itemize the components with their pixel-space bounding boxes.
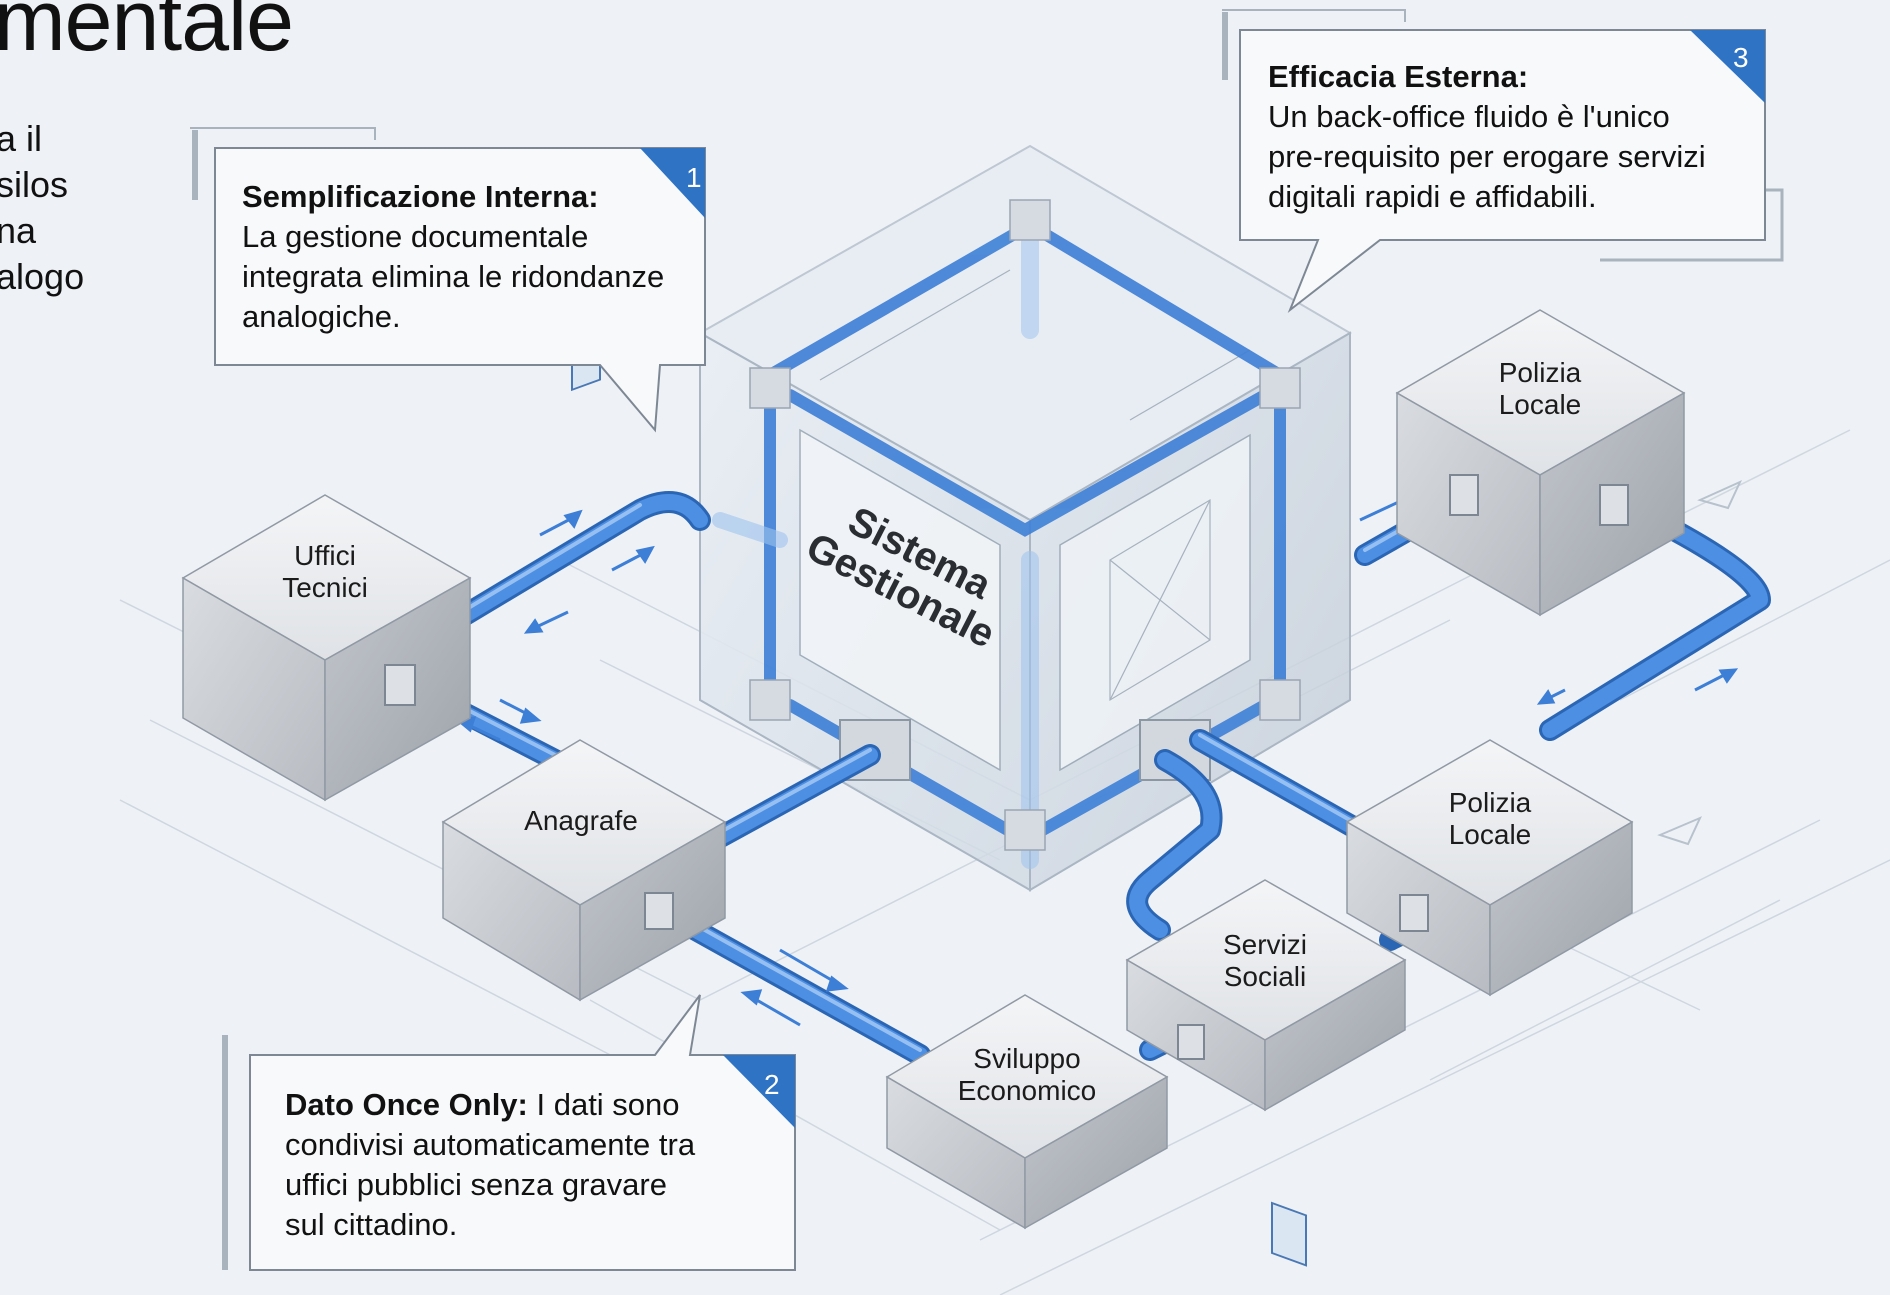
office-box-anagrafe bbox=[441, 739, 727, 1002]
callout-line: integrata elimina le ridondanze bbox=[242, 259, 665, 294]
callout-3-badge: 3 bbox=[1733, 42, 1749, 73]
label-line: Servizi bbox=[1222, 929, 1307, 960]
callout-1-badge: 1 bbox=[686, 162, 702, 193]
label-line: Sociali bbox=[1223, 961, 1307, 992]
label-anagrafe: Anagrafe bbox=[481, 805, 681, 837]
label-line: Locale bbox=[1448, 819, 1532, 850]
intro-line: a il bbox=[0, 118, 43, 159]
label-line: Polizia bbox=[1498, 357, 1582, 388]
label-line: Sviluppo bbox=[973, 1043, 1081, 1074]
label-sviluppo-economico: Sviluppo Economico bbox=[927, 1043, 1127, 1107]
page-title-fragment: mentale bbox=[0, 0, 294, 69]
label-line: Locale bbox=[1498, 389, 1582, 420]
callout-2-badge: 2 bbox=[764, 1069, 780, 1100]
label-line: Anagrafe bbox=[524, 805, 638, 836]
intro-line: silos bbox=[0, 164, 69, 205]
label-line: Polizia bbox=[1448, 787, 1532, 818]
office-box-servizi-sociali bbox=[1125, 879, 1407, 1112]
callout-1-frame bbox=[190, 127, 706, 433]
callout-3-frame bbox=[1222, 9, 1784, 314]
callout-2-first-line-rest: I dati sono bbox=[527, 1087, 680, 1122]
callout-1-text: Semplificazione Interna: La gestione doc… bbox=[242, 177, 702, 337]
label-uffici-tecnici: Uffici Tecnici bbox=[225, 540, 425, 604]
intro-text-fragments: a il silos na alogo bbox=[0, 116, 84, 300]
label-line: Uffici bbox=[294, 540, 356, 571]
central-system-cube bbox=[697, 144, 1352, 892]
callout-line: condivisi automaticamente tra bbox=[285, 1127, 696, 1162]
callout-2-frame bbox=[222, 994, 796, 1271]
callout-1-heading: Semplificazione Interna: bbox=[242, 179, 599, 214]
callout-line: analogiche. bbox=[242, 299, 401, 334]
label-polizia-locale-right: Polizia Locale bbox=[1390, 787, 1590, 851]
label-line: Tecnici bbox=[282, 572, 368, 603]
intro-line: na bbox=[0, 210, 37, 251]
office-box-polizia-locale-right bbox=[1345, 739, 1634, 997]
callout-line: uffici pubblici senza gravare bbox=[285, 1167, 667, 1202]
callout-3-heading: Efficacia Esterna: bbox=[1268, 59, 1529, 94]
blueprint-arrows bbox=[1657, 479, 1743, 846]
label-line: Economico bbox=[957, 1075, 1097, 1106]
label-polizia-locale-top: Polizia Locale bbox=[1440, 357, 1640, 421]
callout-line: digitali rapidi e affidabili. bbox=[1268, 179, 1597, 214]
label-servizi-sociali: Servizi Sociali bbox=[1165, 929, 1365, 993]
intro-line: alogo bbox=[0, 256, 85, 297]
callout-3-text: Efficacia Esterna: Un back-office fluido… bbox=[1268, 57, 1758, 217]
office-box-uffici-tecnici bbox=[181, 494, 472, 802]
callout-2-heading: Dato Once Only: bbox=[285, 1087, 528, 1122]
office-box-polizia-locale-top bbox=[1395, 309, 1686, 617]
callout-line: Un back-office fluido è l'unico bbox=[1268, 99, 1670, 134]
callout-line: La gestione documentale bbox=[242, 219, 589, 254]
callout-line: pre-requisito per erogare servizi bbox=[1268, 139, 1706, 174]
callout-2-text: Dato Once Only: I dati sono condivisi au… bbox=[285, 1085, 785, 1245]
office-box-sviluppo-economico bbox=[885, 994, 1169, 1230]
callout-line: sul cittadino. bbox=[285, 1207, 458, 1242]
